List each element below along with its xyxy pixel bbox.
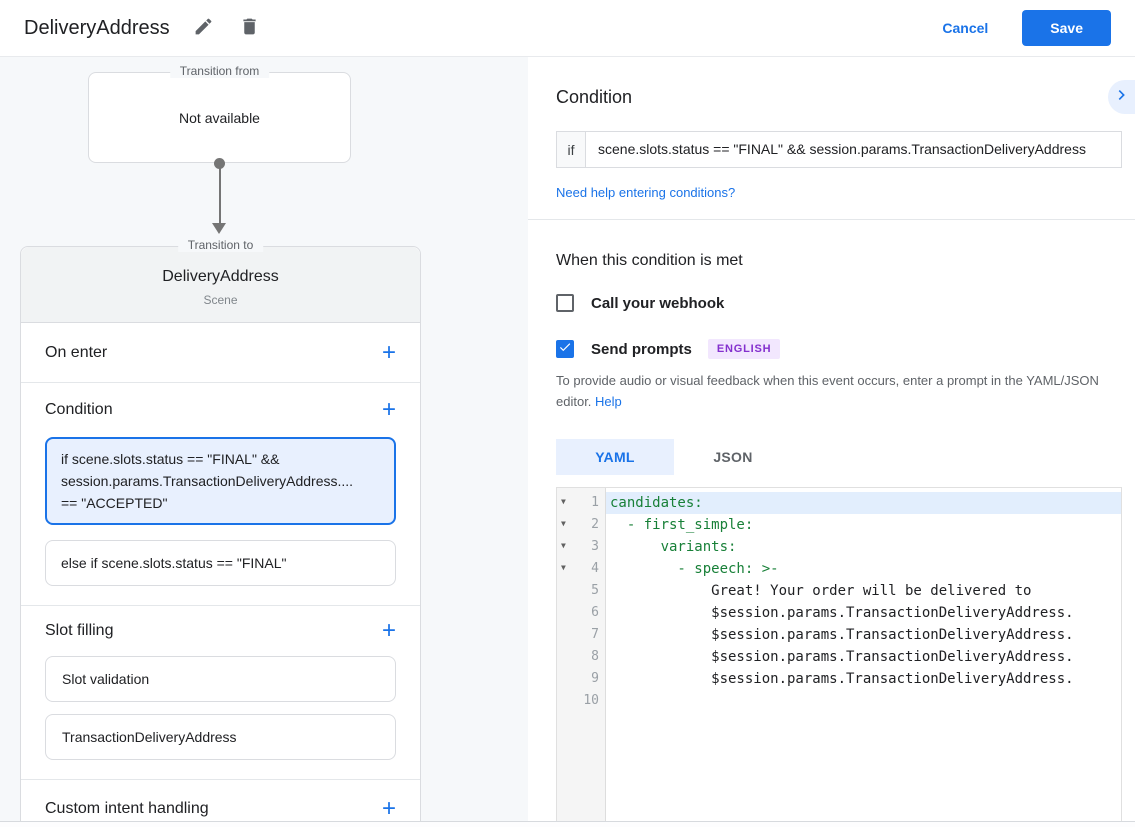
editor-tabs: YAML JSON <box>556 439 1135 475</box>
on-enter-label: On enter <box>45 344 107 362</box>
connector-arrowhead-icon <box>212 223 226 234</box>
delete-scene-button[interactable] <box>238 16 262 40</box>
line-number: 10 <box>557 690 605 712</box>
prompt-help-link[interactable]: Help <box>595 394 622 409</box>
pane-bottom-edge <box>0 821 1135 827</box>
section-divider <box>528 219 1135 220</box>
chevron-right-icon <box>1112 85 1132 110</box>
if-label: if <box>556 131 585 168</box>
prompt-helper-text: To provide audio or visual feedback when… <box>556 371 1116 413</box>
add-custom-intent-button[interactable]: + <box>382 799 396 819</box>
webhook-label: Call your webhook <box>591 295 724 312</box>
condition-detail-pane: Condition if scene.slots.status == "FINA… <box>528 57 1135 827</box>
scene-card-header: DeliveryAddress Scene <box>21 247 420 323</box>
condition-line: else if scene.slots.status == "FINAL" <box>61 552 380 574</box>
checkmark-icon <box>558 340 572 359</box>
language-badge: ENGLISH <box>708 339 781 359</box>
fold-arrow-icon[interactable]: ▼ <box>561 541 566 550</box>
code-line: $session.params.TransactionDeliveryAddre… <box>606 668 1121 690</box>
tab-yaml[interactable]: YAML <box>556 439 674 475</box>
pencil-icon <box>193 16 214 40</box>
save-button[interactable]: Save <box>1022 10 1111 46</box>
when-condition-heading: When this condition is met <box>556 252 1135 270</box>
tab-json[interactable]: JSON <box>674 439 792 475</box>
line-number: 9 <box>557 668 605 690</box>
editor-gutter: ▼1 ▼2 ▼3 ▼4 5 6 7 8 9 10 <box>557 488 606 827</box>
transition-to-label: Transition to <box>178 238 264 252</box>
line-number: 7 <box>557 624 605 646</box>
fold-arrow-icon[interactable]: ▼ <box>561 519 566 528</box>
add-slot-button[interactable]: + <box>382 621 396 641</box>
add-condition-button[interactable]: + <box>382 400 396 420</box>
editor-code-area[interactable]: candidates: - first_simple: variants: - … <box>606 488 1121 827</box>
transition-from-value: Not available <box>89 73 350 162</box>
transition-from-label: Transition from <box>170 64 270 78</box>
condition-heading: Condition <box>556 57 1135 108</box>
scene-flow-pane: Transition from Not available Transition… <box>0 57 528 827</box>
add-on-enter-button[interactable]: + <box>382 343 396 363</box>
edit-scene-button[interactable] <box>192 16 216 40</box>
fold-arrow-icon[interactable]: ▼ <box>561 497 566 506</box>
line-number: 8 <box>557 646 605 668</box>
condition-section-label: Condition <box>45 401 113 419</box>
code-line <box>606 690 1121 712</box>
scene-subtitle: Scene <box>21 293 420 307</box>
code-line: $session.params.TransactionDeliveryAddre… <box>606 602 1121 624</box>
code-line: variants: <box>606 536 1121 558</box>
code-line: $session.params.TransactionDeliveryAddre… <box>606 646 1121 668</box>
trash-icon <box>239 16 260 40</box>
condition-help-link[interactable]: Need help entering conditions? <box>556 185 735 200</box>
transition-from-box: Transition from Not available <box>88 72 351 163</box>
transition-to-card: Transition to DeliveryAddress Scene On e… <box>20 246 421 827</box>
connector-line <box>219 163 221 225</box>
on-enter-row: On enter + <box>21 323 420 383</box>
custom-intent-label: Custom intent handling <box>45 800 209 818</box>
condition-section: Condition + if scene.slots.status == "FI… <box>21 383 420 606</box>
cancel-button[interactable]: Cancel <box>942 20 988 36</box>
line-number: 6 <box>557 602 605 624</box>
send-prompts-checkbox[interactable] <box>556 340 574 358</box>
slot-card[interactable]: TransactionDeliveryAddress <box>45 714 396 760</box>
fold-arrow-icon[interactable]: ▼ <box>561 563 566 572</box>
condition-card[interactable]: else if scene.slots.status == "FINAL" <box>45 540 396 586</box>
slot-validation-card[interactable]: Slot validation <box>45 656 396 702</box>
slot-filling-label: Slot filling <box>45 622 113 640</box>
condition-line: == "ACCEPTED" <box>61 492 380 514</box>
condition-line: session.params.TransactionDeliveryAddres… <box>61 470 380 492</box>
condition-expression-input[interactable]: scene.slots.status == "FINAL" && session… <box>585 131 1122 168</box>
custom-intent-row: Custom intent handling + <box>21 780 420 827</box>
webhook-checkbox[interactable] <box>556 294 574 312</box>
app-bar: DeliveryAddress Cancel Save <box>0 0 1135 57</box>
code-line: - first_simple: <box>606 514 1121 536</box>
scene-name: DeliveryAddress <box>21 268 420 286</box>
page-title: DeliveryAddress <box>24 17 170 40</box>
code-line: candidates: <box>606 492 1121 514</box>
yaml-code-editor: ▼1 ▼2 ▼3 ▼4 5 6 7 8 9 10 candidates: - f… <box>556 487 1122 827</box>
collapse-panel-button[interactable] <box>1108 80 1135 114</box>
slot-filling-section: Slot filling + Slot validation Transacti… <box>21 606 420 780</box>
code-line: Great! Your order will be delivered to <box>606 580 1121 602</box>
condition-line: if scene.slots.status == "FINAL" && <box>61 448 380 470</box>
code-line: - speech: >- <box>606 558 1121 580</box>
condition-expression-row: if scene.slots.status == "FINAL" && sess… <box>556 131 1122 168</box>
line-number: 5 <box>557 580 605 602</box>
condition-card-selected[interactable]: if scene.slots.status == "FINAL" && sess… <box>45 437 396 525</box>
code-line: $session.params.TransactionDeliveryAddre… <box>606 624 1121 646</box>
send-prompts-label: Send prompts <box>591 341 692 358</box>
